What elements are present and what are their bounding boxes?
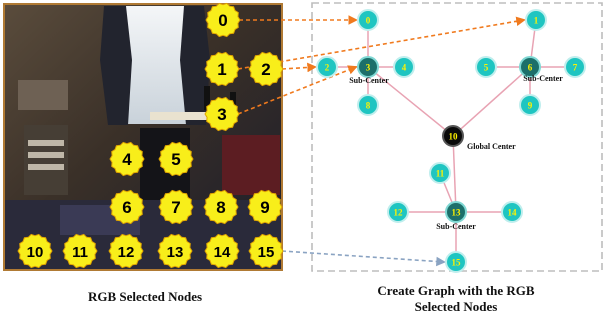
mapping-arrow-15 <box>281 250 446 267</box>
sub-center-label-13: Sub-Center <box>436 222 476 231</box>
sub-center-label-3: Sub-Center <box>349 76 389 85</box>
graph-edge-3-10 <box>367 66 454 137</box>
mapping-arrow-3 <box>237 65 358 115</box>
mapping-arrows <box>237 15 526 267</box>
graph-node-14: 14 <box>501 201 523 223</box>
image-node-label-11: 11 <box>72 244 88 261</box>
image-node-label-9: 9 <box>260 198 269 217</box>
graph-node-10: 10 <box>442 125 464 147</box>
graph-node-label-5: 5 <box>484 63 489 73</box>
image-node-label-14: 14 <box>214 244 231 261</box>
image-node-label-13: 13 <box>167 244 184 261</box>
image-node-label-10: 10 <box>27 244 44 261</box>
caption-left: RGB Selected Nodes <box>87 289 203 304</box>
image-node-7: 7 <box>158 189 194 225</box>
photo-border <box>3 3 283 271</box>
graph-node-label-14: 14 <box>508 208 518 218</box>
image-node-label-12: 12 <box>118 244 135 261</box>
image-node-5: 5 <box>158 141 194 177</box>
mapping-arrow-1 <box>237 16 526 70</box>
image-node-12: 12 <box>108 233 144 269</box>
graph-node-3: 3 <box>357 56 379 78</box>
curtain-right <box>180 6 210 125</box>
graph-node-9: 9 <box>519 94 541 116</box>
graph-node-5: 5 <box>475 56 497 78</box>
graph-node-label-4: 4 <box>402 63 407 73</box>
image-node-11: 11 <box>62 233 98 269</box>
image-node-10: 10 <box>17 233 53 269</box>
image-node-label-5: 5 <box>171 150 180 169</box>
image-node-label-7: 7 <box>171 198 180 217</box>
graph-node-1: 1 <box>525 9 547 31</box>
sub-center-label-6: Sub-Center <box>523 74 563 83</box>
image-node-13: 13 <box>157 233 193 269</box>
global-center-label: Global Center <box>467 142 516 151</box>
graph-node-13: 13 <box>445 201 467 223</box>
graph-node-11: 11 <box>429 162 451 184</box>
image-node-label-3: 3 <box>217 105 226 124</box>
image-node-label-2: 2 <box>261 60 270 79</box>
graph-node-7: 7 <box>564 56 586 78</box>
graph-node-2: 2 <box>316 56 338 78</box>
image-node-2: 2 <box>248 51 284 87</box>
graph-node-label-1: 1 <box>534 16 539 26</box>
image-node-label-6: 6 <box>122 198 131 217</box>
graph-node-label-13: 13 <box>452 208 462 218</box>
curtain-left <box>100 6 132 125</box>
graph-node-15: 15 <box>445 251 467 273</box>
graph-node-label-7: 7 <box>573 63 578 73</box>
graph-node-label-2: 2 <box>325 63 330 73</box>
image-node-label-0: 0 <box>218 11 227 30</box>
graph-node-label-11: 11 <box>436 169 445 179</box>
image-node-9: 9 <box>247 189 283 225</box>
image-node-8: 8 <box>203 189 239 225</box>
graph-node-8: 8 <box>357 94 379 116</box>
graph-node-6: 6 <box>519 56 541 78</box>
graph-node-label-8: 8 <box>366 101 371 111</box>
caption-right: Create Graph with the RGB Selected Nodes <box>377 283 535 314</box>
image-node-0: 0 <box>205 2 241 38</box>
graph-node-label-3: 3 <box>366 63 371 73</box>
graph-node-12: 12 <box>387 201 409 223</box>
graph-node-label-10: 10 <box>449 132 459 142</box>
image-node-6: 6 <box>109 189 145 225</box>
image-node-label-15: 15 <box>258 244 275 261</box>
image-node-3: 3 <box>204 96 240 132</box>
graph-node-label-15: 15 <box>452 258 462 268</box>
graph-node-label-6: 6 <box>528 63 533 73</box>
graph-node-4: 4 <box>393 56 415 78</box>
rgb-photo <box>3 3 283 271</box>
graph-node-0: 0 <box>357 9 379 31</box>
graph-node-label-0: 0 <box>366 16 371 26</box>
image-node-14: 14 <box>204 233 240 269</box>
image-node-label-4: 4 <box>122 150 132 169</box>
graph-node-label-12: 12 <box>394 208 404 218</box>
graph-edge-6-10 <box>452 66 531 137</box>
image-node-4: 4 <box>109 141 145 177</box>
mapping-arrow-2 <box>281 62 317 73</box>
graph-edge-13-10 <box>452 135 457 213</box>
image-node-label-1: 1 <box>217 60 226 79</box>
image-node-label-8: 8 <box>216 198 225 217</box>
graph-node-label-9: 9 <box>528 101 533 111</box>
image-node-1: 1 <box>204 51 240 87</box>
image-node-15: 15 <box>248 233 284 269</box>
